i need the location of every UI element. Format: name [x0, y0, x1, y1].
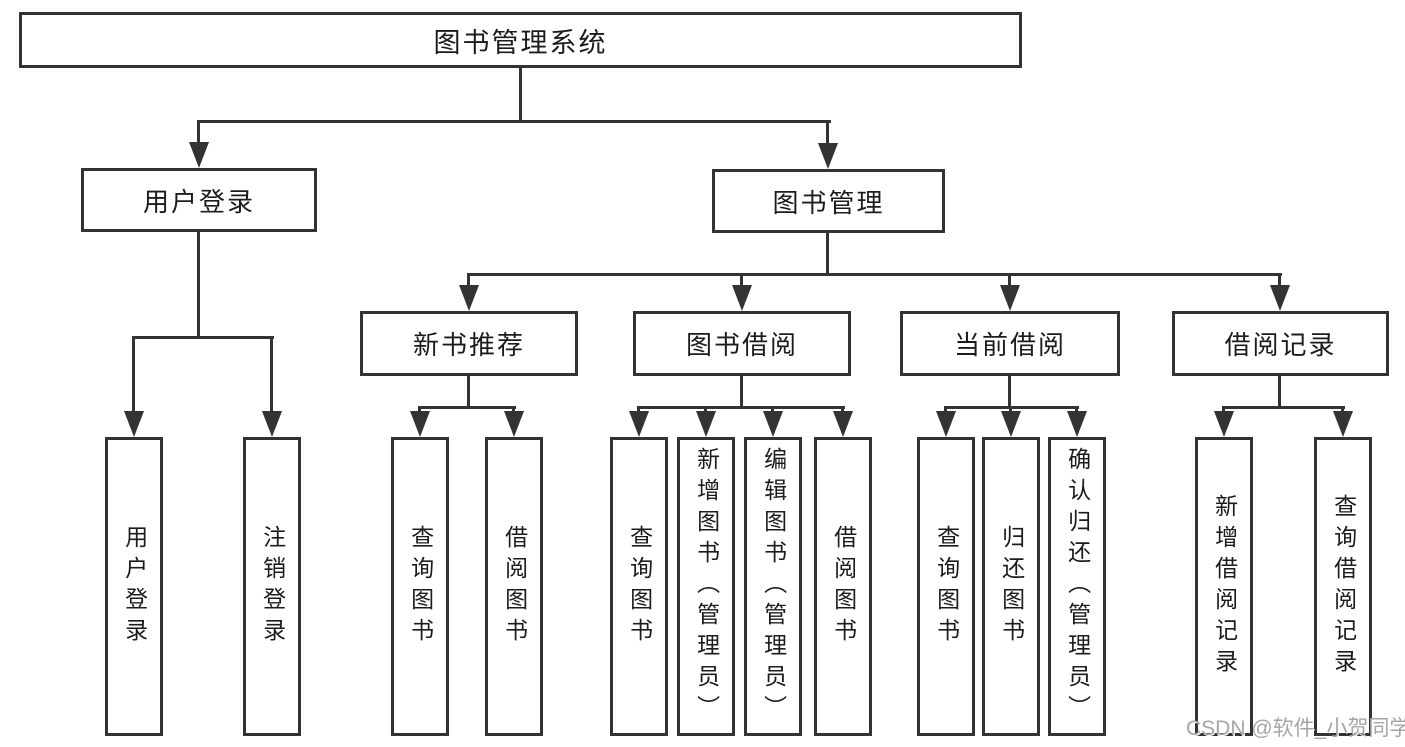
leaf-records-add-borrow-record: 新增借阅记录 [1195, 437, 1253, 736]
connector-vline [519, 68, 522, 120]
node-label: 查询借阅记录 [1330, 493, 1357, 680]
arrowhead-down-icon [504, 411, 524, 437]
connector-vline [1008, 273, 1011, 288]
connector-hline [418, 406, 516, 409]
connector-vline [1009, 406, 1012, 414]
connector-vline [771, 406, 774, 414]
node-label: 查询图书 [626, 524, 653, 649]
node-label: 新增图书（管理员） [693, 447, 720, 726]
node-label: 图书管理系统 [433, 27, 608, 58]
connector-vline [1341, 406, 1344, 414]
connector-vline [1222, 406, 1225, 414]
leaf-records-query-borrow-record: 查询借阅记录 [1314, 437, 1372, 736]
node-label: 借阅记录 [1224, 330, 1337, 360]
node-label: 归还图书 [998, 524, 1025, 649]
leaf-current-query-books: 查询图书 [917, 437, 975, 736]
node-label: 用户登录 [121, 524, 148, 649]
arrowhead-down-icon [936, 411, 956, 437]
arrowhead-down-icon [1067, 411, 1087, 437]
leaf-logout: 注销登录 [243, 437, 301, 736]
arrowhead-down-icon [1333, 411, 1353, 437]
node-book-borrowing: 图书借阅 [633, 311, 851, 376]
leaf-borrowing-query-books: 查询图书 [610, 437, 668, 736]
node-label: 图书借阅 [685, 330, 798, 360]
arrowhead-down-icon [262, 411, 282, 437]
node-book-management: 图书管理 [712, 169, 945, 233]
connector-vline [1278, 273, 1281, 288]
arrowhead-down-icon [189, 142, 209, 168]
node-label: 查询图书 [933, 524, 960, 649]
csdn-watermark: CSDN @软件_小贺同学 [1186, 717, 1405, 740]
connector-hline [197, 120, 831, 123]
node-label: 当前借阅 [953, 330, 1066, 360]
node-label: 查询图书 [407, 524, 434, 649]
connector-vline [270, 336, 273, 414]
node-label: 编辑图书（管理员） [760, 447, 787, 726]
connector-vline [467, 376, 470, 406]
connector-vline [826, 120, 829, 147]
arrowhead-down-icon [833, 411, 853, 437]
connector-vline [637, 406, 640, 414]
node-borrowing-records: 借阅记录 [1172, 311, 1389, 376]
arrowhead-down-icon [124, 411, 144, 437]
node-label: 确认归还（管理员） [1064, 447, 1091, 726]
leaf-newbook-borrow-books: 借阅图书 [485, 437, 543, 736]
arrowhead-down-icon [410, 411, 430, 437]
connector-vline [512, 406, 515, 414]
connector-vline [740, 273, 743, 288]
node-label: 图书管理 [772, 187, 885, 218]
connector-vline [467, 273, 470, 288]
connector-vline [132, 336, 135, 414]
leaf-current-confirm-return-admin: 确认归还（管理员） [1048, 437, 1106, 736]
node-label: 注销登录 [259, 524, 286, 649]
connector-vline [1075, 406, 1078, 414]
connector-hline [467, 273, 1282, 276]
connector-vline [826, 233, 829, 273]
node-new-book-recommend: 新书推荐 [360, 311, 578, 376]
leaf-current-return-books: 归还图书 [982, 437, 1040, 736]
node-label: 借阅图书 [501, 524, 528, 649]
connector-vline [740, 376, 743, 406]
leaf-borrowing-borrow-books: 借阅图书 [814, 437, 872, 736]
connector-vline [197, 232, 200, 336]
arrowhead-down-icon [696, 411, 716, 437]
arrowhead-down-icon [1001, 411, 1021, 437]
node-label: 新书推荐 [412, 330, 525, 360]
connector-vline [1278, 376, 1281, 406]
arrowhead-down-icon [818, 143, 838, 169]
connector-hline [1222, 406, 1345, 409]
arrowhead-down-icon [732, 285, 752, 311]
leaf-borrowing-edit-books-admin: 编辑图书（管理员） [744, 437, 802, 736]
node-library-management-system: 图书管理系统 [19, 12, 1022, 68]
arrowhead-down-icon [1270, 285, 1290, 311]
connector-vline [1008, 376, 1011, 406]
connector-vline [841, 406, 844, 414]
leaf-user-login: 用户登录 [105, 437, 163, 736]
connector-vline [704, 406, 707, 414]
node-label: 借阅图书 [830, 524, 857, 649]
arrowhead-down-icon [1000, 285, 1020, 311]
leaf-newbook-query-books: 查询图书 [391, 437, 449, 736]
node-label: 用户登录 [142, 186, 255, 217]
arrowhead-down-icon [763, 411, 783, 437]
node-label: 新增借阅记录 [1211, 493, 1238, 680]
node-current-borrowing: 当前借阅 [900, 311, 1120, 376]
arrowhead-down-icon [629, 411, 649, 437]
connector-vline [197, 120, 200, 146]
connector-vline [418, 406, 421, 414]
leaf-borrowing-add-books-admin: 新增图书（管理员） [677, 437, 735, 736]
connector-vline [944, 406, 947, 414]
arrowhead-down-icon [459, 285, 479, 311]
arrowhead-down-icon [1214, 411, 1234, 437]
connector-hline [132, 336, 274, 339]
connector-hline [637, 406, 845, 409]
node-user-login: 用户登录 [81, 168, 317, 232]
